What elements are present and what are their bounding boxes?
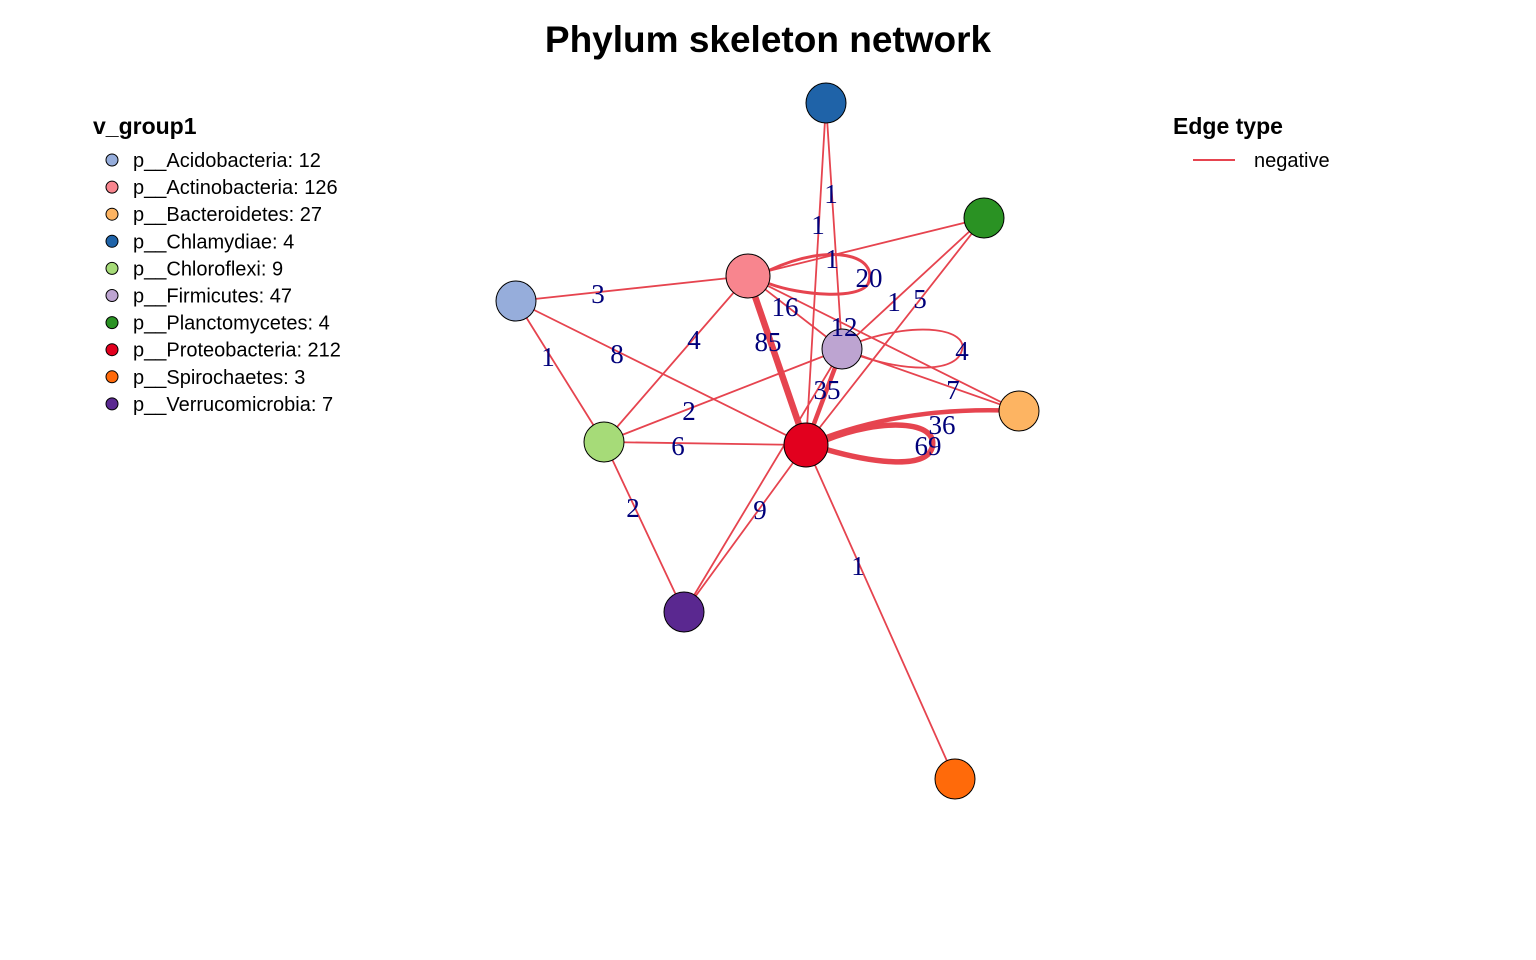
edge-label-acidobacteria-actinobacteria: 3 (591, 279, 605, 309)
edge-actinobacteria-actinobacteria (768, 252, 872, 296)
edge-label-actinobacteria-bacteroidetes: 12 (831, 312, 858, 342)
node-planctomycetes (963, 197, 1005, 239)
legend-swatch-spirochaetes (105, 370, 119, 384)
edge-verrucomicrobia-proteobacteria (683, 444, 807, 613)
edge-label-chlamydiae-firmicutes: 1 (824, 179, 838, 209)
edge-label-acidobacteria-chloroflexi: 1 (541, 342, 555, 372)
legend-label-verrucomicrobia: p__Verrucomicrobia: 7 (133, 394, 333, 416)
legend-label-acidobacteria: p__Acidobacteria: 12 (133, 150, 321, 172)
legend-swatch-proteobacteria (105, 343, 119, 357)
legend-swatch-chlamydiae (105, 234, 119, 248)
edge-firmicutes-bacteroidetes (841, 348, 1020, 412)
edge-label-actinobacteria-actinobacteria: 20 (856, 263, 883, 293)
node-legend-items: p__Acidobacteria: 12 p__Actinobacteria: 1… (105, 150, 341, 416)
edge-proteobacteria-spirochaetes (805, 444, 956, 780)
edge-label-planctomycetes-proteobacteria: 5 (913, 284, 927, 314)
node-legend: v_group1 p__Acidobacteria: 12 p__Actinoba… (93, 113, 341, 416)
edge-planctomycetes-firmicutes (841, 217, 985, 350)
legend-swatch-actinobacteria (105, 180, 119, 194)
edge-label-chloroflexi-firmicutes: 2 (682, 396, 696, 426)
edge-label-proteobacteria-bacteroidetes: 36 (929, 410, 956, 440)
legend-swatch-bacteroidetes (105, 207, 119, 221)
edge-acidobacteria-chloroflexi (515, 300, 605, 443)
legend-swatch-chloroflexi (105, 261, 119, 275)
edge-chloroflexi-proteobacteria (603, 441, 807, 446)
node-acidobacteria (495, 280, 537, 322)
edge-chloroflexi-verrucomicrobia (603, 441, 685, 613)
node-verrucomicrobia (663, 591, 705, 633)
edge-chlamydiae-proteobacteria (805, 102, 827, 446)
legend-swatch-firmicutes (105, 289, 119, 302)
edge-label-actinobacteria-proteobacteria: 85 (755, 327, 782, 357)
edge-label-proteobacteria-proteobacteria: 69 (915, 431, 942, 461)
edge-label-proteobacteria-spirochaetes: 1 (851, 551, 865, 581)
legend-label-actinobacteria: p__Actinobacteria: 126 (133, 177, 338, 199)
edge-label-actinobacteria-firmicutes: 16 (772, 292, 799, 322)
legend-label-planctomycetes: p__Planctomycetes: 4 (133, 313, 330, 335)
legend-label-bacteroidetes: p__Bacteroidetes: 27 (133, 204, 322, 226)
edge-actinobacteria-planctomycetes (747, 217, 985, 277)
edge-acidobacteria-actinobacteria (515, 275, 749, 302)
legend-swatch-acidobacteria (105, 153, 119, 167)
edge-label-chloroflexi-proteobacteria: 6 (671, 431, 685, 461)
legend-label-chloroflexi: p__Chloroflexi: 9 (133, 258, 283, 280)
edge-label-acidobacteria-proteobacteria: 8 (610, 339, 624, 369)
edge-legend: Edge type negative (1173, 113, 1330, 172)
node-chlamydiae (805, 82, 847, 124)
edge-verrucomicrobia-firmicutes (683, 348, 843, 613)
legend-label-proteobacteria: p__Proteobacteria: 212 (133, 340, 341, 362)
edge-acidobacteria-proteobacteria (515, 300, 807, 446)
edge-legend-label-negative: negative (1254, 150, 1330, 172)
edge-actinobacteria-proteobacteria (744, 272, 810, 449)
node-proteobacteria (783, 422, 829, 468)
edge-label-planctomycetes-firmicutes: 1 (887, 287, 901, 317)
edge-label-actinobacteria-planctomycetes: 1 (825, 244, 839, 274)
edge-label-actinobacteria-chloroflexi: 4 (687, 325, 701, 355)
edge-label-chloroflexi-verrucomicrobia: 2 (626, 493, 640, 523)
node-chloroflexi (583, 421, 625, 463)
nodes-layer (495, 82, 1040, 800)
edge-label-verrucomicrobia-proteobacteria: 9 (753, 495, 767, 525)
legend-label-firmicutes: p__Firmicutes: 47 (133, 286, 292, 308)
legend-swatch-verrucomicrobia (105, 397, 119, 411)
edge-chloroflexi-firmicutes (603, 348, 843, 443)
edge-label-firmicutes-bacteroidetes: 7 (946, 375, 960, 405)
node-spirochaetes (934, 758, 976, 800)
edge-chlamydiae-firmicutes (825, 102, 843, 350)
chart-title: Phylum skeleton network (545, 19, 992, 60)
edge-proteobacteria-proteobacteria (823, 422, 936, 465)
node-bacteroidetes (998, 390, 1040, 432)
edge-legend-items: negative (1193, 150, 1330, 172)
legend-label-chlamydiae: p__Chlamydiae: 4 (133, 231, 294, 253)
edge-legend-title: Edge type (1173, 113, 1283, 139)
node-actinobacteria (725, 253, 771, 299)
edge-actinobacteria-bacteroidetes (747, 275, 1020, 412)
node-firmicutes (821, 328, 863, 370)
legend-swatch-planctomycetes (105, 316, 119, 330)
edge-actinobacteria-chloroflexi (603, 275, 749, 443)
edge-label-firmicutes-proteobacteria: 35 (814, 375, 841, 405)
edge-firmicutes-firmicutes (857, 328, 964, 369)
edge-label-firmicutes-firmicutes: 4 (955, 336, 969, 366)
edge-label-chlamydiae-proteobacteria: 1 (811, 210, 825, 240)
node-legend-title: v_group1 (93, 113, 197, 139)
legend-label-spirochaetes: p__Spirochaetes: 3 (133, 367, 305, 389)
